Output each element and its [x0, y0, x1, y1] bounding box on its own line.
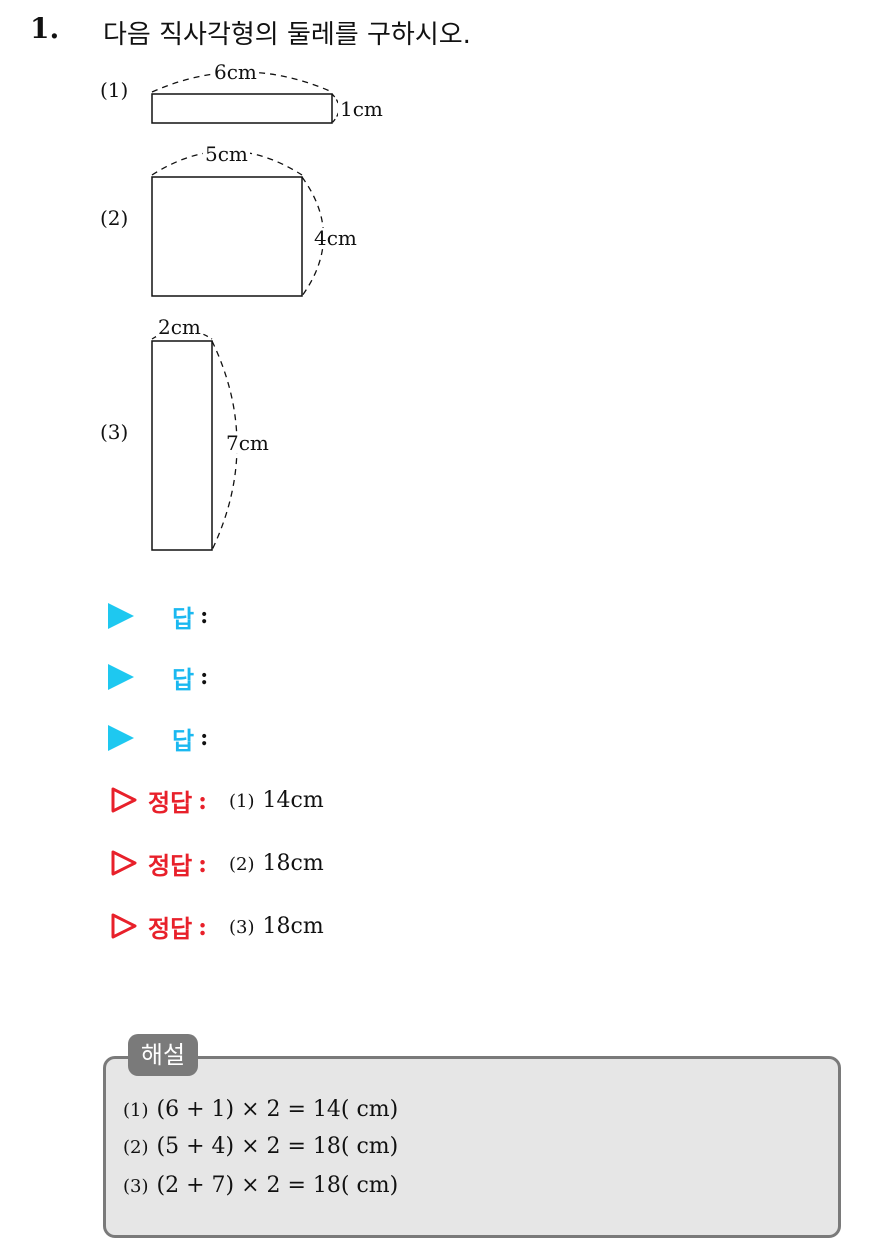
correct-answer-colon: : [198, 911, 208, 941]
filled-triangle-right-icon [108, 725, 134, 751]
rectangle-3-height-arc [211, 340, 238, 551]
filled-triangle-right-icon [108, 664, 134, 690]
solution-part: (2) [123, 1137, 149, 1158]
solution-line-3: (3) (2 + 7) × 2 = 18( cm) [123, 1173, 398, 1198]
outline-triangle-right-icon [111, 787, 137, 813]
rectangle-3 [151, 340, 213, 551]
answer-label: 답 [172, 665, 195, 694]
figure-1-width-label: 6cm [212, 60, 259, 84]
rectangle-2-height-arc [301, 176, 325, 297]
question-text: 다음 직사각형의 둘레를 구하시오. [103, 20, 471, 50]
answer-label: 답 [172, 604, 195, 633]
solution-part: (1) [123, 1100, 149, 1121]
answer-label: 답 [172, 726, 195, 755]
filled-triangle-right-icon [108, 603, 134, 629]
figure-1-height-label: 1cm [338, 97, 385, 121]
figure-3-label: (3) [100, 420, 129, 444]
question-number: 1. [30, 12, 60, 45]
rectangle-figures [151, 71, 340, 551]
figure-2-label: (2) [100, 206, 129, 230]
answer-colon: : [200, 664, 209, 690]
outline-triangle-right-icon [111, 850, 137, 876]
answer-row-1: 답 : [108, 599, 208, 633]
answer-row-2: 답 : [108, 660, 208, 694]
solution-line-2: (2) (5 + 4) × 2 = 18( cm) [123, 1134, 398, 1159]
outline-triangle-right-icon [111, 913, 137, 939]
solution-expression: (2 + 7) × 2 = 18( cm) [156, 1173, 399, 1198]
answer-colon: : [200, 603, 209, 629]
figure-2-height-label: 4cm [312, 226, 359, 250]
correct-answer-value: 14cm [262, 787, 324, 813]
rectangle-2 [151, 176, 303, 297]
correct-answer-row-3: 정답 : (3) 18cm [110, 908, 324, 944]
correct-answer-value: 18cm [262, 913, 324, 939]
rectangle-1 [151, 93, 333, 124]
solution-line-1: (1) (6 + 1) × 2 = 14( cm) [123, 1097, 398, 1122]
correct-answer-label: 정답 [148, 788, 193, 817]
solution-expression: (5 + 4) × 2 = 18( cm) [156, 1134, 399, 1159]
correct-answer-part: (1) [229, 790, 255, 812]
correct-answer-colon: : [198, 848, 208, 878]
figure-1-label: (1) [100, 78, 129, 102]
correct-answer-colon: : [198, 785, 208, 815]
figure-3-height-label: 7cm [224, 431, 271, 455]
correct-answer-label: 정답 [148, 914, 193, 943]
correct-answer-part: (3) [229, 916, 255, 938]
correct-answer-value: 18cm [262, 850, 324, 876]
correct-answer-label: 정답 [148, 851, 193, 880]
answer-row-3: 답 : [108, 721, 208, 755]
solution-part: (3) [123, 1176, 149, 1197]
solution-expression: (6 + 1) × 2 = 14( cm) [156, 1097, 399, 1122]
solution-title: 해설 [128, 1034, 198, 1076]
solution-box [103, 1056, 841, 1238]
answer-colon: : [200, 725, 209, 751]
figure-3-width-label: 2cm [156, 315, 203, 339]
figure-2-width-label: 5cm [203, 142, 250, 166]
correct-answer-part: (2) [229, 853, 255, 875]
correct-answer-row-1: 정답 : (1) 14cm [110, 782, 324, 818]
correct-answer-row-2: 정답 : (2) 18cm [110, 845, 324, 881]
